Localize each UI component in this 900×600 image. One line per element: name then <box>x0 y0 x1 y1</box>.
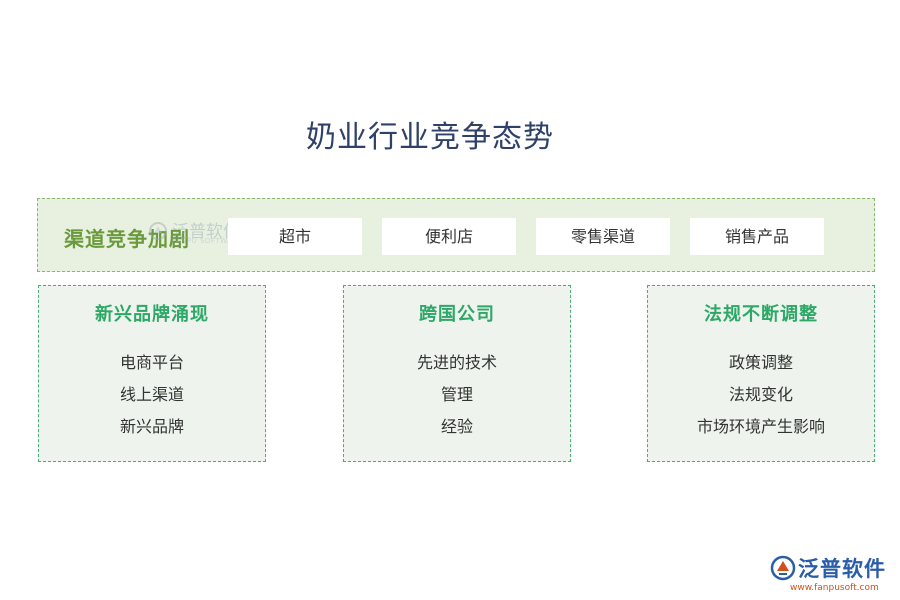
panel-item: 法规变化 <box>728 385 793 404</box>
panel-item: 管理 <box>440 385 473 404</box>
brand-logo: 泛普软件 www.fanpusoft.com <box>770 553 895 598</box>
brand-url: www.fanpusoft.com <box>790 583 879 593</box>
panel-item: 线上渠道 <box>119 385 184 404</box>
watermark: 泛普软件 FANPU SOFTWARE <box>148 217 248 247</box>
channel-item-retail-channel: 零售渠道 <box>536 218 670 255</box>
panel-regulation-changes: 法规不断调整 政策调整 法规变化 市场环境产生影响 <box>647 285 875 462</box>
panel-title: 新兴品牌涌现 <box>95 304 209 325</box>
channel-item-supermarket: 超市 <box>228 218 362 255</box>
fanpu-watermark-icon <box>149 222 167 240</box>
channel-competition-band: 渠道竞争加剧 泛普软件 FANPU SOFTWARE 超市 便利店 零售渠道 销… <box>37 198 875 272</box>
panel-item: 新兴品牌 <box>119 417 184 436</box>
channel-competition-label: 渠道竞争加剧 <box>64 227 190 251</box>
panel-item: 电商平台 <box>119 353 184 372</box>
channel-item-convenience-store: 便利店 <box>382 218 516 255</box>
brand-name: 泛普软件 <box>798 557 886 581</box>
panel-item: 先进的技术 <box>416 353 497 372</box>
panel-multinational-companies: 跨国公司 先进的技术 管理 经验 <box>343 285 571 462</box>
panel-item: 经验 <box>440 417 473 436</box>
channel-item-sales-products: 销售产品 <box>690 218 824 255</box>
panel-item: 政策调整 <box>728 353 793 372</box>
fanpu-logo-icon <box>770 555 796 581</box>
panel-title: 法规不断调整 <box>704 304 818 325</box>
panel-emerging-brands: 新兴品牌涌现 电商平台 线上渠道 新兴品牌 <box>38 285 266 462</box>
diagram-title: 奶业行业竞争态势 <box>306 120 554 155</box>
panel-title: 跨国公司 <box>419 304 495 325</box>
watermark-text: 泛普软件 <box>172 222 240 242</box>
panel-item: 市场环境产生影响 <box>696 417 825 436</box>
watermark-subtext: FANPU SOFTWARE <box>172 237 243 245</box>
